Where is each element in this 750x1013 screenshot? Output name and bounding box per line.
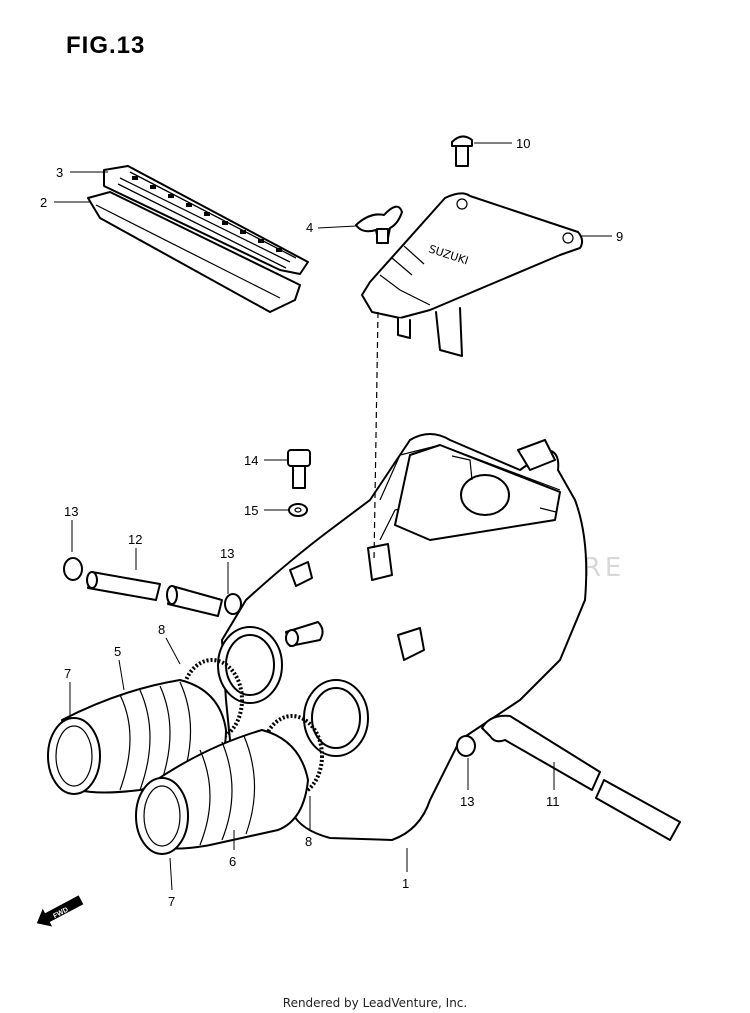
callout-5: 5 xyxy=(114,644,121,659)
callout-7-upper: 7 xyxy=(64,666,71,681)
callout-2: 2 xyxy=(40,195,47,210)
part-15-washer xyxy=(288,503,308,517)
callout-3: 3 xyxy=(56,165,63,180)
callout-6: 6 xyxy=(229,854,236,869)
callout-8-upper: 8 xyxy=(158,622,165,637)
callout-12: 12 xyxy=(128,532,142,547)
part-11-drain-hose xyxy=(481,714,681,841)
part-12-hose xyxy=(86,571,223,617)
fwd-arrow-icon: FWD xyxy=(36,895,84,927)
callout-13-mid: 13 xyxy=(220,546,234,561)
part-1-air-cleaner-box xyxy=(217,433,588,841)
part-14-bolt xyxy=(287,449,311,489)
callout-10: 10 xyxy=(516,136,530,151)
render-credit: Rendered by LeadVenture, Inc. xyxy=(282,996,468,1010)
part-9-cleaner-cover: SUZUKI xyxy=(361,192,584,357)
callout-7-lower: 7 xyxy=(168,894,175,909)
part-10-bolt xyxy=(451,135,473,167)
callout-4: 4 xyxy=(306,220,313,235)
part-3-filter-element xyxy=(103,165,309,275)
part-7-lower-boot-end xyxy=(135,777,189,855)
leader-lines xyxy=(54,142,612,891)
callout-labels: 1 2 3 4 5 6 7 7 8 8 9 10 11 12 13 13 13 … xyxy=(40,136,623,909)
part-8-clamp-rings xyxy=(180,658,324,798)
callout-1: 1 xyxy=(402,876,409,891)
callout-15: 15 xyxy=(244,503,258,518)
part-7-upper-boot-end xyxy=(47,717,101,795)
part-2-filter-seal xyxy=(87,191,301,313)
figure-title: FIG.13 xyxy=(66,32,146,59)
callout-14: 14 xyxy=(244,453,258,468)
assembly-dashed-line xyxy=(373,311,379,561)
part-13-clamps xyxy=(63,557,476,757)
callout-9: 9 xyxy=(616,229,623,244)
callout-11: 11 xyxy=(546,794,560,809)
callout-13-left: 13 xyxy=(64,504,78,519)
callout-13-right: 13 xyxy=(460,794,474,809)
part-4-wing-screw xyxy=(355,205,403,244)
callout-8-lower: 8 xyxy=(305,834,312,849)
